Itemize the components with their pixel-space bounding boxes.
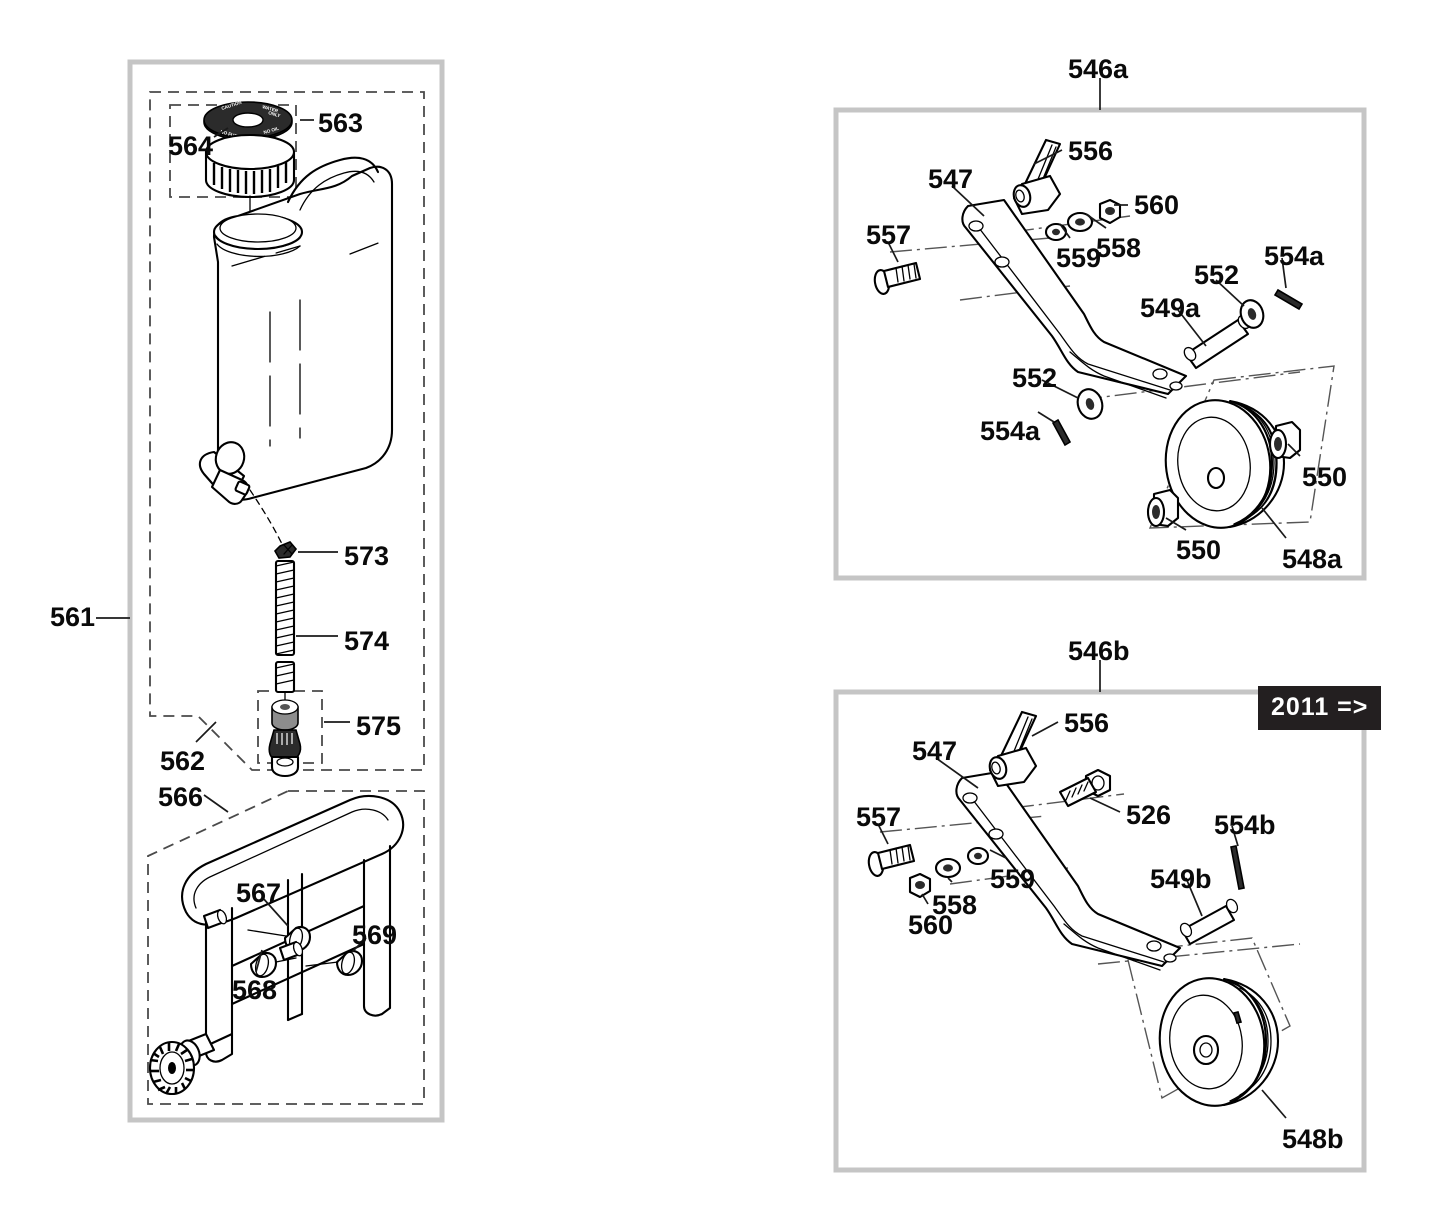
label-567: 567 (236, 878, 282, 908)
label-547a: 547 (928, 164, 974, 194)
cart-frame-566 (148, 795, 405, 1096)
tank-outlet-fitting (198, 441, 251, 505)
label-574: 574 (344, 626, 390, 656)
cart-wheel (148, 1040, 196, 1096)
label-548a: 548a (1282, 544, 1343, 574)
label-566: 566 (158, 782, 204, 812)
label-548b: 548b (1282, 1124, 1344, 1154)
cotter-pin-554a-top (1273, 288, 1304, 311)
label-559a: 559 (1056, 243, 1102, 273)
year-range-badge: 2011 => (1258, 686, 1382, 730)
nut-560-b (908, 872, 932, 899)
frame-cap-569 (305, 949, 364, 977)
label-552a2: 552 (1012, 363, 1058, 393)
frame-cap-568 (249, 951, 297, 979)
label-550a-right: 550 (1302, 462, 1348, 492)
label-546b: 546b (1068, 636, 1130, 666)
label-556b: 556 (1064, 708, 1110, 738)
hose-574 (274, 559, 296, 694)
svg-text:NO FUEL: NO FUEL (220, 129, 241, 139)
svg-text:ONLY: ONLY (268, 110, 281, 118)
hose-coupling-575 (268, 699, 302, 778)
label-546a: 546a (1068, 54, 1129, 84)
label-558b: 558 (932, 890, 978, 920)
label-568: 568 (232, 975, 278, 1005)
cotter-pin-554b (1230, 845, 1245, 890)
label-554a-bot: 554a (980, 416, 1041, 446)
label-557b: 557 (856, 802, 902, 832)
label-573: 573 (344, 541, 390, 571)
washer-559-a (1044, 222, 1068, 242)
lever-556-b (988, 710, 1038, 788)
label-562: 562 (160, 746, 206, 776)
label-526: 526 (1126, 800, 1172, 830)
label-550a-left: 550 (1176, 535, 1222, 565)
lever-556-a (1012, 138, 1062, 216)
washer-558-a (1066, 211, 1094, 233)
bracket-547-b (955, 770, 1182, 971)
label-547b: 547 (912, 736, 958, 766)
washer-559-b (966, 846, 990, 866)
label-558a: 558 (1096, 233, 1142, 263)
washer-552-a-bot (1076, 388, 1104, 420)
label-549a: 549a (1140, 293, 1201, 323)
svg-text:WATER: WATER (262, 104, 280, 113)
label-552a: 552 (1194, 260, 1240, 290)
bolt-526 (1058, 768, 1112, 808)
label-563: 563 (318, 108, 364, 138)
washer-558-b (934, 857, 962, 879)
label-560a: 560 (1134, 190, 1180, 220)
hose-clamp-573 (274, 541, 298, 559)
label-554a-top: 554a (1264, 241, 1325, 271)
svg-text:NO OIL: NO OIL (263, 126, 280, 135)
svg-text:CAUTION: CAUTION (221, 100, 243, 111)
bracket-547-a (961, 198, 1188, 399)
water-tank-body (212, 156, 394, 501)
label-557a: 557 (866, 220, 912, 250)
label-556a: 556 (1068, 136, 1114, 166)
label-549b: 549b (1150, 864, 1212, 894)
label-560b: 560 (908, 910, 954, 940)
wheel-548b (1158, 977, 1280, 1107)
panel-left-border (127, 59, 445, 1123)
bolt-557-a (873, 261, 922, 295)
bushing-550-left (1146, 488, 1180, 528)
bolt-557-b (867, 843, 916, 877)
label-561: 561 (50, 602, 96, 632)
tank-cap-563 (204, 133, 296, 199)
washer-552-a-top (1239, 299, 1265, 329)
label-559b: 559 (990, 864, 1036, 894)
label-564: 564 (168, 131, 214, 161)
label-575: 575 (356, 711, 402, 741)
nut-560-a (1098, 198, 1122, 225)
axle-549b (1179, 898, 1239, 946)
label-569: 569 (352, 920, 398, 950)
cotter-pin-554a-bot (1051, 418, 1072, 447)
label-554b: 554b (1214, 810, 1276, 840)
wheel-548a (1164, 399, 1286, 529)
